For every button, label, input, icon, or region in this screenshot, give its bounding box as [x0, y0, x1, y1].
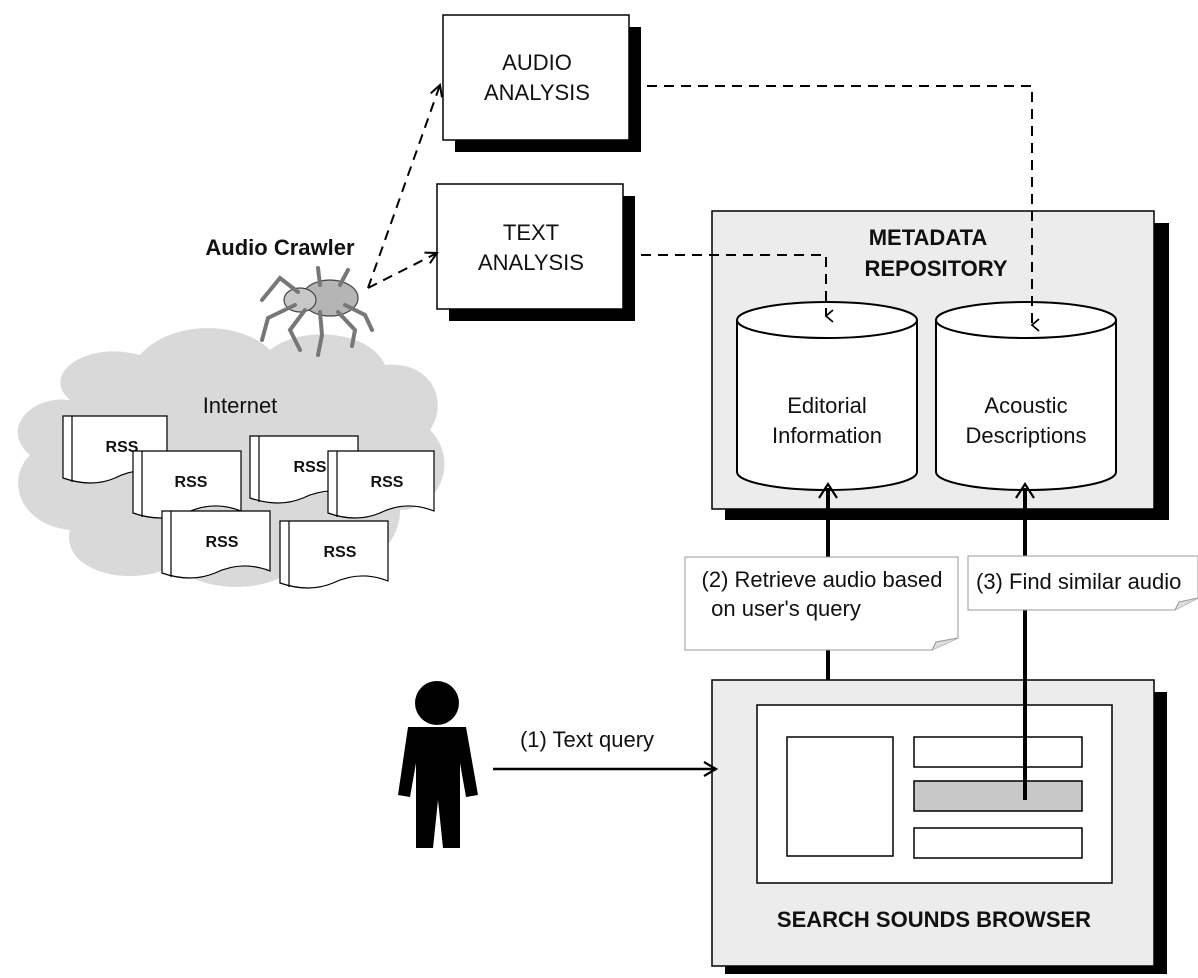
internet-cloud: Internet RSS RSS RSS RSS RSS [17, 328, 445, 589]
metadata-repository-panel: METADATA REPOSITORY Editorial Informatio… [711, 210, 1169, 520]
find-similar-arrow-head [1015, 481, 1035, 499]
audio-analysis-to-acoustic-db-arrow [630, 85, 1040, 332]
step3-note: (3) Find similar audio [967, 555, 1198, 611]
audio-analysis-label-line1: AUDIO [502, 50, 572, 75]
repository-title-line2: REPOSITORY [864, 256, 1007, 281]
step2-note: (2) Retrieve audio based on user's query [684, 556, 959, 651]
rss-feed-label: RSS [106, 439, 139, 456]
repository-title-line1: METADATA [869, 225, 988, 250]
text-analysis-to-editorial-db-arrow [624, 254, 834, 323]
crawler-to-text-analysis-arrow [367, 253, 437, 289]
acoustic-db-label-line1: Acoustic [984, 393, 1067, 418]
text-analysis-label-line1: TEXT [503, 220, 559, 245]
audio-analysis-label-line2: ANALYSIS [484, 80, 590, 105]
audio-analysis-box: AUDIO ANALYSIS [442, 14, 641, 152]
editorial-db-label-line1: Editorial [787, 393, 866, 418]
rss-feed-label: RSS [294, 459, 327, 476]
retrieve-audio-arrow-head [818, 481, 838, 499]
crawler-to-audio-analysis-arrow [367, 85, 440, 289]
browser-title: SEARCH SOUNDS BROWSER [777, 907, 1091, 932]
acoustic-db-label-line2: Descriptions [965, 423, 1086, 448]
browser-result-row [913, 736, 1083, 768]
acoustic-descriptions-database: Acoustic Descriptions [935, 301, 1117, 491]
editorial-information-database: Editorial Information [736, 301, 918, 491]
internet-label: Internet [203, 393, 278, 418]
rss-feed-document: RSS [327, 450, 435, 519]
rss-feed-document: RSS [161, 510, 271, 579]
rss-feed-label: RSS [206, 534, 239, 551]
editorial-db-label-line2: Information [772, 423, 882, 448]
step1-label: (1) Text query [520, 727, 654, 752]
spider-icon [260, 266, 374, 357]
step2-label-line2: on user's query [711, 596, 861, 621]
rss-feed-document: RSS [279, 520, 389, 589]
step3-label: (3) Find similar audio [976, 569, 1181, 594]
user-icon [398, 681, 478, 848]
step2-label-line1: (2) Retrieve audio based [702, 567, 943, 592]
audio-crawler-label: Audio Crawler [205, 235, 355, 260]
rss-feed-label: RSS [371, 474, 404, 491]
text-analysis-box: TEXT ANALYSIS [436, 183, 635, 321]
browser-result-row [913, 827, 1083, 859]
rss-feed-label: RSS [324, 544, 357, 561]
browser-preview-pane [786, 736, 894, 857]
rss-feed-label: RSS [175, 474, 208, 491]
text-analysis-label-line2: ANALYSIS [478, 250, 584, 275]
browser-result-row-selected [913, 780, 1083, 812]
search-sounds-browser-panel: SEARCH SOUNDS BROWSER [711, 679, 1167, 974]
